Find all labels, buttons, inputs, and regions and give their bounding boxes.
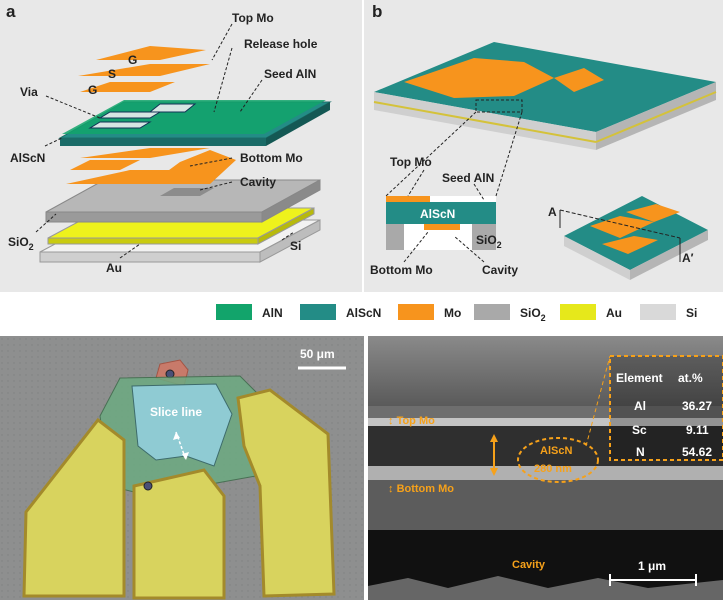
top-mo-label: Top Mo (232, 11, 274, 25)
edx-row-n-element: N (636, 445, 645, 459)
release-hole-bottom (143, 481, 153, 491)
scale-bar-d-label: 1 μm (638, 559, 666, 573)
release-hole-label: Release hole (244, 37, 318, 51)
legend-svg: AlN AlScN Mo SiO2 Au Si (216, 304, 697, 323)
panel-b: b AlScN SiO2 Top Mo Seed AlN Bottom (364, 0, 723, 292)
edx-table (609, 355, 723, 461)
panel-a-label: a (6, 2, 16, 21)
edx-header-at: at.% (678, 371, 703, 385)
edx-row-al-element: Al (634, 399, 646, 413)
edx-row-sc-value: 9.11 (686, 423, 709, 437)
legend-label-sio2: SiO2 (520, 306, 546, 323)
xsec-bottom-mo-label: Bottom Mo (370, 263, 433, 277)
top-mo-g1 (80, 82, 175, 92)
legend-swatch-si (640, 304, 676, 320)
inset-mo-3 (626, 204, 680, 222)
via-label: Via (20, 85, 38, 99)
left-ground-pad (22, 417, 126, 598)
xsec-cavity-label: Cavity (482, 263, 518, 277)
bottom-mo-pad-3 (80, 148, 210, 158)
xsec-sio2-right (472, 224, 496, 250)
panel-b-diagram: AlScN SiO2 Top Mo Seed AlN Bottom Mo Cav… (370, 42, 717, 280)
top-mo-g2-label: G (128, 53, 137, 67)
inset-mo-2 (602, 236, 658, 254)
bottom-mo-pad-1 (70, 160, 140, 170)
top-mo-leader (211, 23, 233, 61)
top-mo-s (78, 64, 210, 76)
inset-section-line (559, 209, 681, 239)
legend-swatch-sio2 (474, 304, 510, 320)
top-mo-s-label: S (108, 67, 116, 81)
chip-top-mo-electrode (554, 68, 604, 92)
section-a-label: A (548, 205, 557, 219)
via-opening-1 (88, 121, 152, 129)
xsec-sio2-label: SiO2 (476, 233, 502, 250)
si-layer-side (39, 251, 261, 263)
xsec-alscn (386, 202, 496, 224)
section-a-prime-label: A′ (682, 251, 694, 265)
legend-label-mo: Mo (444, 306, 461, 320)
bottom-mo-label: Bottom Mo (240, 151, 303, 165)
sem-cavity-label: Cavity (512, 559, 546, 571)
legend-swatch-alscn (300, 304, 336, 320)
chip-top-mo-pads (404, 58, 554, 98)
legend-label-alscn: AlScN (346, 306, 381, 320)
alscn-callout (517, 437, 599, 483)
xsec-bottom-mo (424, 224, 460, 230)
xsec-top-mo-label: Top Mo (390, 155, 432, 169)
zoom-box (475, 99, 523, 113)
legend-swatch-mo (398, 304, 434, 320)
xsec-sio2-left (386, 224, 404, 250)
right-ground-pad (236, 388, 336, 598)
via-opening-3 (148, 103, 197, 113)
legend-swatch-au (560, 304, 596, 320)
via-opening-2 (98, 111, 162, 119)
legend-label-aln: AlN (262, 306, 283, 320)
xsec-alscn-label: AlScN (420, 207, 455, 221)
edx-row-al-value: 36.27 (682, 399, 712, 413)
edx-row-sc-element: Sc (632, 423, 647, 437)
inset-mo-1 (590, 216, 654, 238)
alscn-label: AlScN (10, 151, 45, 165)
si-label: Si (290, 239, 301, 253)
sem-thickness-label: 280 nm (534, 463, 572, 475)
edx-row-n-value: 54.62 (682, 445, 712, 459)
edx-header-element: Element (616, 371, 663, 385)
top-mo-g2 (96, 46, 206, 60)
panel-d: d ↕ Top Mo ↕ Bottom Mo AlScN 280 nm Elem… (368, 336, 723, 600)
slice-line-label: Slice line (150, 405, 202, 419)
top-mo-g1-label: G (88, 83, 97, 97)
legend-label-au: Au (606, 306, 622, 320)
panel-d-sem: ↕ Top Mo ↕ Bottom Mo AlScN 280 nm Elemen… (368, 336, 723, 600)
active-area (131, 383, 233, 467)
sem-top-mo-label: ↕ Top Mo (388, 415, 435, 427)
panel-c: c Slice line 50 μm (0, 336, 364, 600)
sio2-label: SiO2 (8, 235, 34, 252)
legend: AlN AlScN Mo SiO2 Au Si (0, 292, 723, 334)
sem-bottom-mo-label: ↕ Bottom Mo (388, 483, 454, 495)
panel-c-micrograph: Slice line 50 μm (0, 336, 364, 600)
sem-alscn-label: AlScN (540, 445, 572, 457)
panel-b-label: b (372, 2, 383, 21)
seed-aln-label: Seed AlN (264, 67, 316, 81)
legend-label-si: Si (686, 306, 697, 320)
au-label: Au (106, 261, 122, 275)
panel-a-diagram: G S G Top Mo Release hole Seed AlN Via A… (8, 11, 332, 275)
signal-pad (132, 468, 226, 600)
bottom-mo-electrode (150, 150, 236, 184)
legend-swatch-aln (216, 304, 252, 320)
xsec-seed-aln-label: Seed AlN (442, 171, 494, 185)
scale-bar-c-label: 50 μm (300, 347, 335, 361)
panel-a: a G S G (0, 0, 362, 292)
top-mo-band (368, 406, 723, 418)
xsec-top-mo (386, 196, 430, 202)
bottom-mo-band (368, 466, 723, 480)
cavity-label: Cavity (240, 175, 276, 189)
